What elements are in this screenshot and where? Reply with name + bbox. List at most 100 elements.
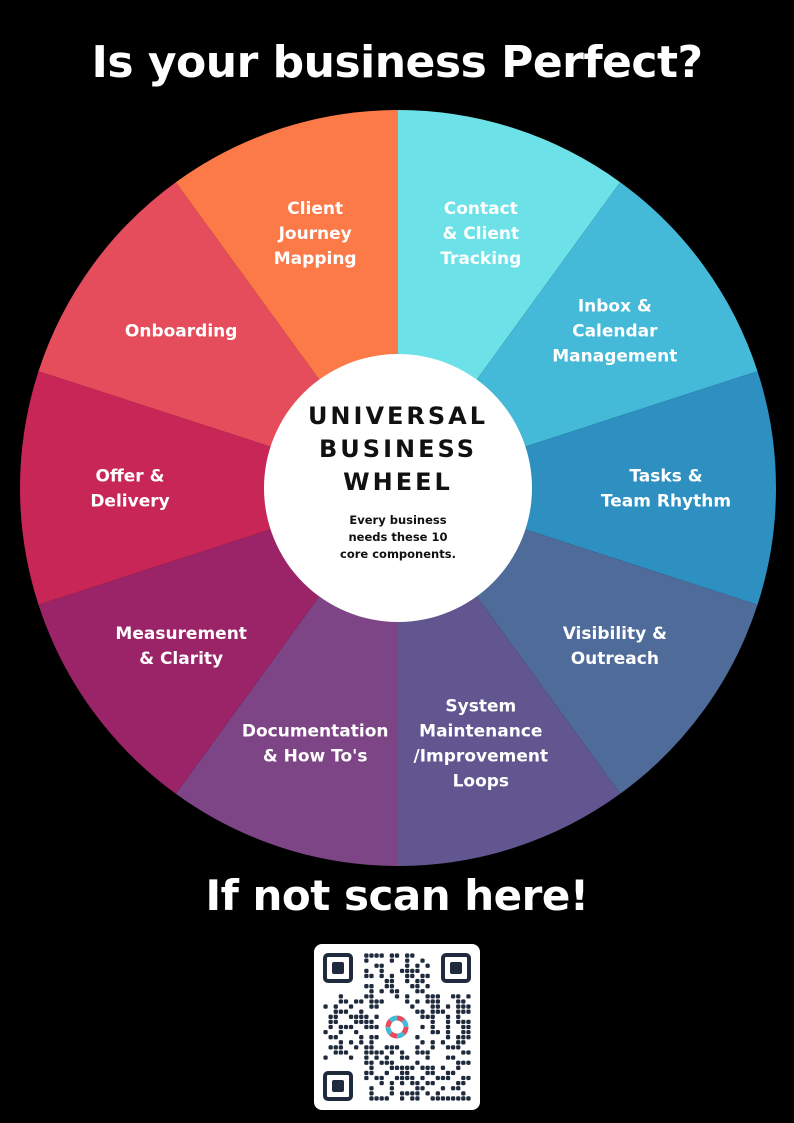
- qr-module: [466, 1029, 471, 1035]
- qr-module: [420, 1050, 425, 1055]
- qr-module: [461, 1040, 466, 1045]
- qr-module: [405, 958, 410, 963]
- qr-module: [466, 1075, 471, 1081]
- qr-module: [445, 1096, 451, 1101]
- qr-module: [430, 1065, 435, 1070]
- qr-module: [410, 953, 415, 958]
- qr-module: [389, 973, 395, 979]
- qr-module: [445, 1045, 451, 1050]
- qr-module: [435, 1091, 440, 1096]
- qr-module: [456, 1009, 461, 1014]
- qr-module: [466, 1060, 471, 1065]
- qr-module: [425, 1065, 430, 1070]
- qr-module: [399, 1055, 405, 1060]
- qr-module: [338, 1050, 344, 1055]
- qr-module: [369, 1035, 374, 1040]
- qr-module: [425, 1050, 430, 1055]
- qr-module: [354, 1019, 359, 1025]
- qr-module: [440, 1096, 446, 1101]
- qr-module: [369, 1019, 374, 1025]
- qr-module: [369, 1060, 374, 1065]
- qr-module: [379, 953, 384, 958]
- qr-module: [359, 999, 364, 1004]
- qr-module: [338, 1009, 344, 1014]
- qr-module: [420, 1086, 425, 1091]
- qr-module: [364, 973, 369, 979]
- qr-module: [374, 953, 379, 958]
- qr-module: [379, 1075, 384, 1081]
- qr-module: [364, 958, 369, 963]
- qr-module: [425, 1055, 430, 1060]
- qr-module: [415, 989, 420, 994]
- wheel-segment-label: Onboarding: [125, 321, 238, 341]
- qr-module: [440, 1075, 446, 1081]
- qr-module: [450, 1045, 456, 1050]
- qr-module: [369, 999, 374, 1004]
- qr-module: [338, 1024, 344, 1030]
- qr-module: [405, 953, 410, 958]
- qr-module: [328, 1024, 333, 1030]
- qr-module: [364, 1075, 369, 1081]
- qr-module: [435, 999, 440, 1004]
- qr-module: [343, 1050, 349, 1055]
- qr-module: [415, 984, 420, 989]
- qr-module: [445, 1014, 451, 1019]
- qr-module: [374, 1035, 379, 1040]
- qr-module: [450, 994, 456, 999]
- qr-module: [374, 1004, 379, 1009]
- qr-module: [364, 1014, 369, 1019]
- qr-module: [420, 1065, 425, 1070]
- qr-module: [425, 999, 430, 1004]
- qr-module: [333, 1050, 338, 1055]
- qr-module: [384, 978, 389, 984]
- qr-module: [445, 1035, 451, 1040]
- qr-module: [389, 1086, 395, 1091]
- qr-module: [425, 994, 430, 999]
- qr-module: [343, 1024, 349, 1030]
- qr-module: [430, 1004, 435, 1009]
- qr-module: [389, 1050, 395, 1055]
- qr-module: [456, 1014, 461, 1019]
- qr-module: [374, 999, 379, 1004]
- qr-module: [384, 1096, 389, 1101]
- qr-module: [410, 1075, 415, 1081]
- qr-module: [394, 994, 400, 999]
- qr-code[interactable]: [314, 944, 480, 1110]
- qr-module: [430, 1029, 435, 1035]
- qr-module: [389, 1091, 395, 1096]
- qr-module: [466, 1004, 471, 1009]
- qr-module: [389, 1045, 395, 1050]
- qr-module: [389, 989, 395, 994]
- qr-module: [374, 963, 379, 968]
- qr-module: [415, 1009, 420, 1014]
- qr-module: [440, 1086, 446, 1091]
- qr-module: [343, 1009, 349, 1014]
- qr-module: [456, 1065, 461, 1070]
- qr-module: [410, 973, 415, 979]
- headline-bottom: If not scan here!: [205, 871, 589, 920]
- qr-module: [420, 989, 425, 994]
- wheel-segment: [20, 371, 399, 605]
- qr-module: [430, 999, 435, 1004]
- qr-module: [399, 1096, 405, 1101]
- qr-module: [461, 1096, 466, 1101]
- qr-module: [456, 1035, 461, 1040]
- qr-module: [461, 1019, 466, 1025]
- qr-module: [364, 1019, 369, 1025]
- qr-module: [369, 1050, 374, 1055]
- qr-module: [379, 1096, 384, 1101]
- qr-module: [420, 1009, 425, 1014]
- qr-module: [410, 984, 415, 989]
- qr-module: [425, 1080, 430, 1086]
- qr-module: [389, 953, 395, 958]
- qr-module: [364, 1050, 369, 1055]
- qr-module: [394, 989, 400, 994]
- qr-module: [333, 1004, 338, 1009]
- qr-module: [338, 999, 344, 1004]
- qr-module: [364, 1024, 369, 1030]
- qr-module: [461, 1091, 466, 1096]
- qr-module: [466, 1050, 471, 1055]
